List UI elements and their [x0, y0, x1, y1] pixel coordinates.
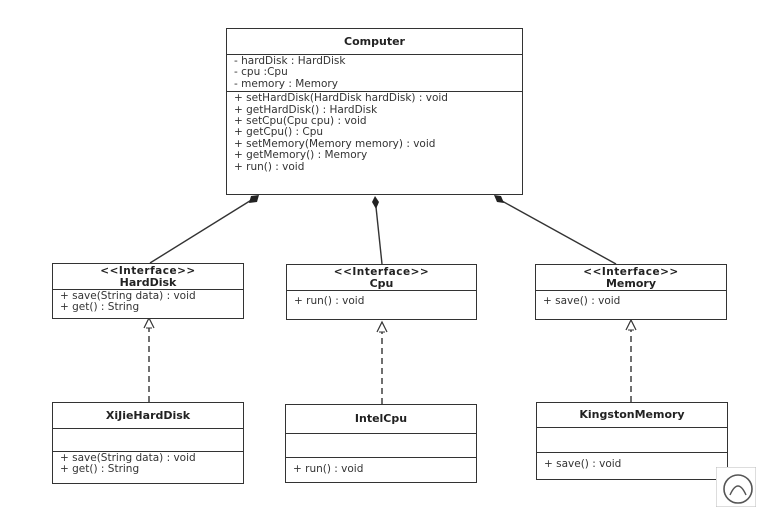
composition-computer-harddisk	[149, 195, 259, 264]
class-kingston-attributes	[537, 428, 727, 453]
composition-diamond-harddisk	[249, 195, 259, 203]
method-row: + get() : String	[60, 301, 140, 314]
class-kingston-header: KingstonMemory	[537, 403, 727, 428]
interface-harddisk-header: <<Interface>> HardDisk	[53, 264, 243, 290]
class-computer-name: Computer	[344, 34, 405, 48]
method-row: + setCpu(Cpu cpu) : void	[234, 115, 367, 128]
class-computer-attributes: - hardDisk : HardDisk - cpu :Cpu - memor…	[227, 55, 522, 93]
class-kingston-name: KingstonMemory	[579, 408, 685, 421]
composition-computer-cpu	[372, 196, 383, 265]
realization-arrowhead-harddisk	[143, 316, 155, 329]
realization-intel-cpu	[376, 320, 388, 404]
realization-kingston-memory	[625, 318, 637, 402]
interface-harddisk[interactable]: <<Interface>> HardDisk + save(String dat…	[52, 263, 244, 319]
interface-harddisk-methods: + save(String data) : void + get() : Str…	[53, 290, 243, 318]
method-row: + getHardDisk() : HardDisk	[234, 103, 378, 116]
interface-memory-name: Memory	[605, 276, 657, 290]
class-computer-header: Computer	[227, 29, 522, 55]
watermark-icon	[716, 467, 756, 507]
interface-harddisk-name: HardDisk	[119, 275, 177, 289]
class-xijie-attributes	[53, 429, 243, 452]
interface-cpu-methods: + run() : void	[287, 291, 476, 319]
class-xijiehardisk[interactable]: XiJieHardDisk + save(String data) : void…	[52, 402, 244, 484]
method-row: + run() : void	[294, 295, 365, 307]
method-row: + setHardDisk(HardDisk hardDisk) : void	[234, 92, 448, 105]
class-intel-header: IntelCpu	[286, 405, 476, 434]
method-row: + save(String data) : void	[60, 452, 196, 464]
stereotype-label: <<Interface>>	[583, 265, 679, 278]
class-computer-methods: + setHardDisk(HardDisk hardDisk) : void …	[227, 92, 522, 194]
method-row: + save() : void	[544, 458, 622, 470]
interface-cpu-header: <<Interface>> Cpu	[287, 265, 476, 291]
method-row: + getCpu() : Cpu	[234, 126, 324, 139]
class-intel-methods: + run() : void	[286, 458, 476, 482]
interface-memory[interactable]: <<Interface>> Memory + save() : void	[535, 264, 727, 320]
attribute-row: - cpu :Cpu	[234, 66, 288, 79]
class-xijie-methods: + save(String data) : void + get() : Str…	[53, 452, 243, 483]
method-row: + getMemory() : Memory	[234, 149, 368, 162]
composition-diamond-cpu	[372, 196, 379, 209]
method-row: + run() : void	[293, 463, 364, 475]
attribute-row: - hardDisk : HardDisk	[234, 55, 346, 67]
method-row: + setMemory(Memory memory) : void	[234, 137, 436, 150]
realization-arrowhead-memory	[625, 318, 637, 331]
stereotype-label: <<Interface>>	[333, 265, 430, 278]
composition-computer-memory	[494, 195, 617, 265]
attribute-row: - memory : Memory	[234, 77, 338, 90]
realization-xijie-harddisk	[143, 316, 155, 402]
interface-memory-header: <<Interface>> Memory	[536, 265, 726, 291]
realization-arrowhead-cpu	[376, 320, 388, 333]
class-xijie-header: XiJieHardDisk	[53, 403, 243, 429]
composition-diamond-memory	[494, 195, 504, 203]
class-kingstonmemory[interactable]: KingstonMemory + save() : void	[536, 402, 728, 480]
method-row: + save() : void	[543, 295, 621, 307]
class-intel-name: IntelCpu	[354, 412, 408, 425]
interface-cpu-name: Cpu	[369, 276, 394, 290]
method-row: + save(String data) : void	[60, 290, 196, 302]
method-row: + run() : void	[234, 160, 305, 173]
class-xijie-name: XiJieHardDisk	[105, 408, 191, 422]
method-row: + get() : String	[60, 463, 140, 476]
stereotype-label: <<Interface>>	[100, 264, 196, 277]
class-intelcpu[interactable]: IntelCpu + run() : void	[285, 404, 477, 483]
class-intel-attributes	[286, 434, 476, 458]
class-computer[interactable]: Computer - hardDisk : HardDisk - cpu :Cp…	[226, 28, 523, 195]
class-kingston-methods: + save() : void	[537, 453, 727, 479]
interface-cpu[interactable]: <<Interface>> Cpu + run() : void	[286, 264, 477, 320]
interface-memory-methods: + save() : void	[536, 291, 726, 319]
